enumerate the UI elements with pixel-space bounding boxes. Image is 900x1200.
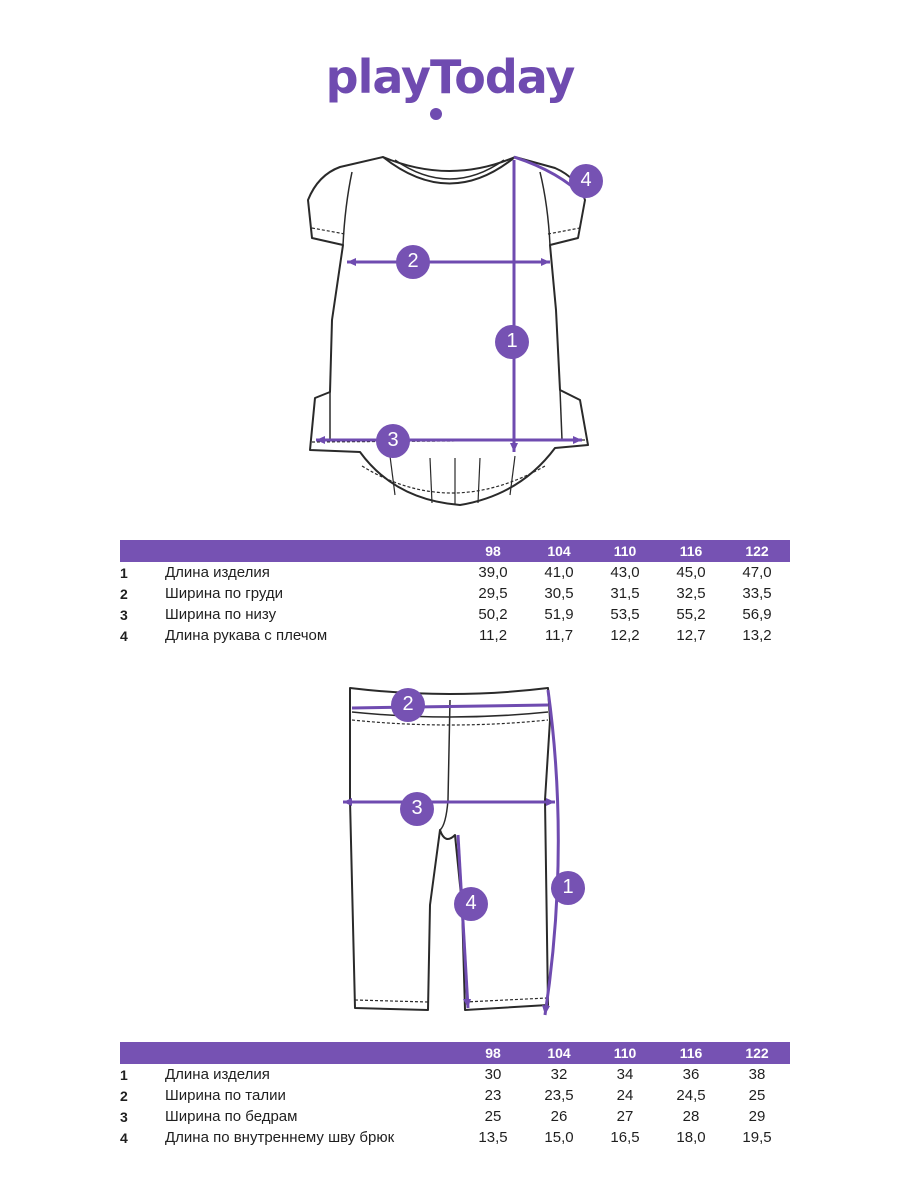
cell-value: 55,2 bbox=[676, 606, 706, 623]
size-header: 122 bbox=[724, 1042, 790, 1064]
cell-value: 45,0 bbox=[676, 564, 706, 581]
table-row: 4 Длина рукава с плечом 11,2 11,7 12,2 1… bbox=[120, 625, 790, 646]
tshirt-size-table: 98 104 110 116 122 1 Длина изделия 39,0 … bbox=[120, 540, 790, 646]
table-header-row: 98 104 110 116 122 bbox=[120, 1042, 790, 1064]
cell-value: 23 bbox=[484, 1087, 502, 1104]
brand-logo: playToday bbox=[325, 50, 576, 104]
leggings-marker-3: 3 bbox=[411, 797, 423, 819]
row-number: 2 bbox=[120, 585, 128, 602]
size-header: 110 bbox=[592, 1042, 658, 1064]
row-label: Длина по внутреннему шву брюк bbox=[165, 1129, 395, 1146]
cell-value: 23,5 bbox=[544, 1087, 574, 1104]
cell-value: 56,9 bbox=[742, 606, 772, 623]
row-label: Длина рукава с плечом bbox=[165, 627, 328, 644]
row-label: Ширина по талии bbox=[165, 1087, 286, 1104]
cell-value: 11,2 bbox=[478, 627, 508, 644]
cell-value: 32,5 bbox=[676, 585, 706, 602]
logo-dot bbox=[430, 108, 442, 120]
size-header: 104 bbox=[526, 540, 592, 562]
cell-value: 19,5 bbox=[742, 1129, 772, 1146]
cell-value: 16,5 bbox=[610, 1129, 640, 1146]
size-header: 116 bbox=[658, 1042, 724, 1064]
cell-value: 43,0 bbox=[610, 564, 640, 581]
row-number: 1 bbox=[120, 1066, 128, 1083]
row-label: Ширина по бедрам bbox=[165, 1108, 298, 1125]
tshirt-sketch bbox=[307, 155, 603, 506]
cell-value: 50,2 bbox=[478, 606, 508, 623]
cell-value: 11,7 bbox=[544, 627, 574, 644]
table-row: 1 Длина изделия 39,0 41,0 43,0 45,0 47,0 bbox=[120, 562, 790, 583]
leggings-marker-4: 4 bbox=[465, 892, 477, 914]
size-header: 98 bbox=[460, 540, 526, 562]
table-header-row: 98 104 110 116 122 bbox=[120, 540, 790, 562]
table-row: 3 Ширина по бедрам 25 26 27 28 29 bbox=[120, 1106, 790, 1127]
leggings-sketch bbox=[343, 687, 585, 1016]
row-label: Длина изделия bbox=[165, 564, 270, 581]
cell-value: 38 bbox=[748, 1066, 766, 1083]
tshirt-marker-2: 2 bbox=[407, 250, 419, 272]
tshirt-marker-4: 4 bbox=[580, 169, 592, 191]
leggings-size-table: 98 104 110 116 122 1 Длина изделия 30 32… bbox=[120, 1042, 790, 1148]
cell-value: 36 bbox=[682, 1066, 700, 1083]
cell-value: 29 bbox=[748, 1108, 766, 1125]
cell-value: 27 bbox=[616, 1108, 634, 1125]
cell-value: 18,0 bbox=[676, 1129, 706, 1146]
header-spacer bbox=[120, 540, 460, 562]
row-number: 3 bbox=[120, 1108, 128, 1125]
cell-value: 24,5 bbox=[676, 1087, 706, 1104]
cell-value: 24 bbox=[616, 1087, 634, 1104]
table-row: 1 Длина изделия 30 32 34 36 38 bbox=[120, 1064, 790, 1085]
row-label: Ширина по низу bbox=[165, 606, 277, 623]
cell-value: 31,5 bbox=[610, 585, 640, 602]
cell-value: 33,5 bbox=[742, 585, 772, 602]
size-header: 110 bbox=[592, 540, 658, 562]
table-row: 3 Ширина по низу 50,2 51,9 53,5 55,2 56,… bbox=[120, 604, 790, 625]
size-header: 104 bbox=[526, 1042, 592, 1064]
cell-value: 25 bbox=[484, 1108, 502, 1125]
size-header: 116 bbox=[658, 540, 724, 562]
cell-value: 26 bbox=[550, 1108, 568, 1125]
cell-value: 15,0 bbox=[544, 1129, 574, 1146]
leggings-marker-2: 2 bbox=[402, 693, 414, 715]
tshirt-marker-1: 1 bbox=[506, 330, 518, 352]
row-number: 1 bbox=[120, 564, 128, 581]
cell-value: 41,0 bbox=[544, 564, 574, 581]
size-header: 122 bbox=[724, 540, 790, 562]
cell-value: 28 bbox=[682, 1108, 700, 1125]
cell-value: 13,5 bbox=[478, 1129, 508, 1146]
cell-value: 51,9 bbox=[544, 606, 574, 623]
cell-value: 13,2 bbox=[742, 627, 772, 644]
cell-value: 47,0 bbox=[742, 564, 772, 581]
cell-value: 29,5 bbox=[478, 585, 508, 602]
row-label: Длина изделия bbox=[165, 1066, 270, 1083]
table-row: 4 Длина по внутреннему шву брюк 13,5 15,… bbox=[120, 1127, 790, 1148]
header-spacer bbox=[120, 1042, 460, 1064]
cell-value: 12,7 bbox=[676, 627, 706, 644]
cell-value: 25 bbox=[748, 1087, 766, 1104]
cell-value: 32 bbox=[550, 1066, 568, 1083]
table-row: 2 Ширина по талии 23 23,5 24 24,5 25 bbox=[120, 1085, 790, 1106]
row-number: 3 bbox=[120, 606, 128, 623]
row-label: Ширина по груди bbox=[165, 585, 284, 602]
cell-value: 53,5 bbox=[610, 606, 640, 623]
cell-value: 12,2 bbox=[610, 627, 640, 644]
cell-value: 30,5 bbox=[544, 585, 574, 602]
cell-value: 39,0 bbox=[478, 564, 508, 581]
cell-value: 34 bbox=[616, 1066, 634, 1083]
row-number: 4 bbox=[120, 627, 128, 644]
size-header: 98 bbox=[460, 1042, 526, 1064]
table-row: 2 Ширина по груди 29,5 30,5 31,5 32,5 33… bbox=[120, 583, 790, 604]
cell-value: 30 bbox=[484, 1066, 502, 1083]
row-number: 2 bbox=[120, 1087, 128, 1104]
tshirt-marker-3: 3 bbox=[387, 429, 399, 451]
leggings-marker-1: 1 bbox=[562, 876, 574, 898]
row-number: 4 bbox=[120, 1129, 128, 1146]
